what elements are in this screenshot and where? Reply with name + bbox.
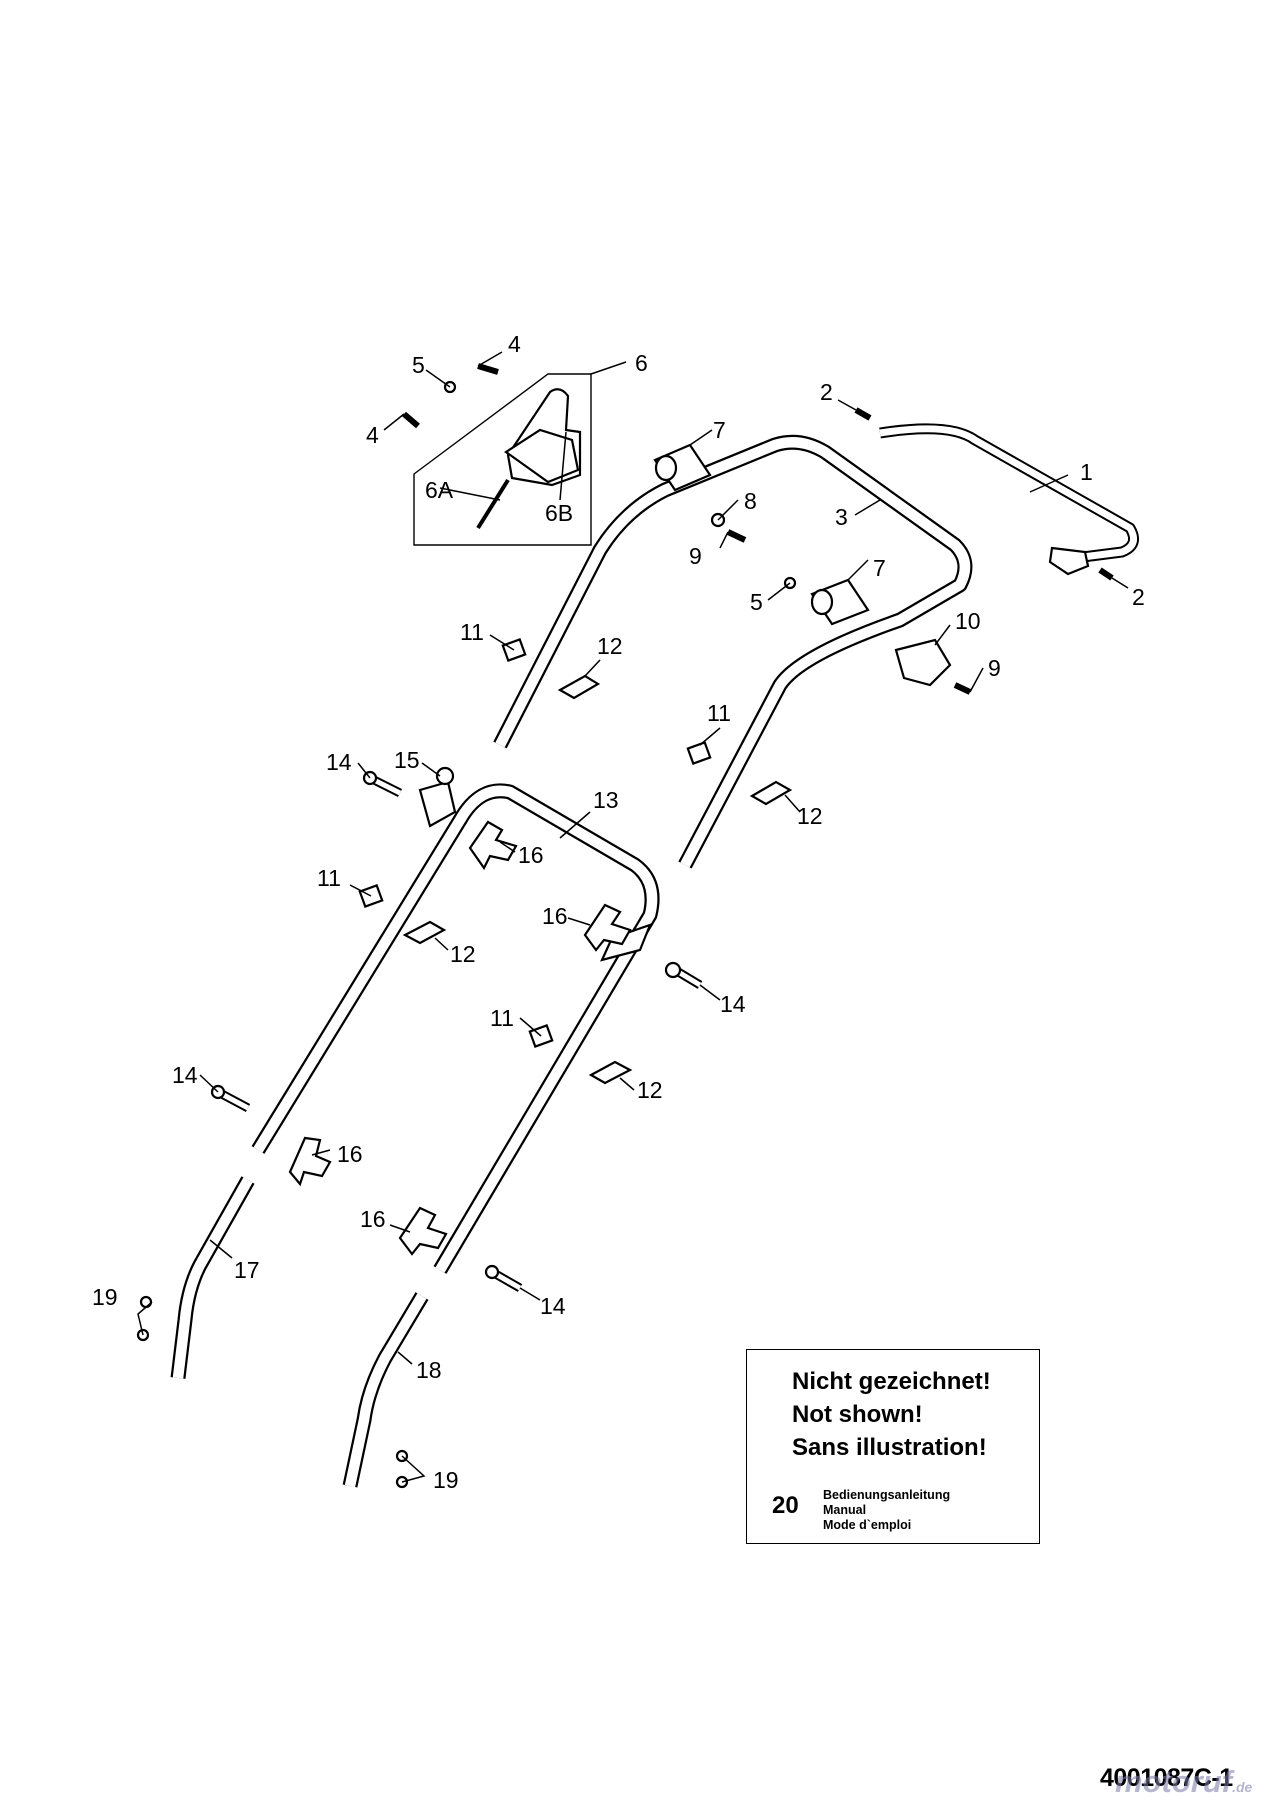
label-19-a: 19 <box>92 1284 118 1310</box>
label-13: 13 <box>593 787 619 813</box>
not-shown-note-box: Nicht gezeichnet! Not shown! Sans illust… <box>746 1349 1040 1544</box>
label-9-b: 9 <box>988 655 1001 681</box>
bolt-part-14-b <box>664 961 703 989</box>
label-9-a: 9 <box>689 543 702 569</box>
label-16-d: 16 <box>360 1206 386 1232</box>
label-16-a: 16 <box>518 842 544 868</box>
wing-knob-part-16-c <box>288 1136 332 1187</box>
label-6A: 6A <box>425 477 454 503</box>
label-14-b: 14 <box>720 991 746 1017</box>
label-6: 6 <box>635 350 648 376</box>
cable-clip-part-10 <box>894 638 952 687</box>
lower-tube-part-18 <box>342 1292 429 1488</box>
part-labels: 1 2 2 3 4 4 5 5 6 6A 6B 7 7 8 9 9 10 11 … <box>92 331 1145 1493</box>
screw-part-4-b <box>402 411 420 429</box>
label-2-a: 2 <box>820 379 833 405</box>
inset-box-part-6 <box>413 373 592 546</box>
label-11-a: 11 <box>460 619 484 645</box>
leader-lines <box>137 351 1129 1483</box>
screw-part-2-b <box>1098 567 1114 581</box>
label-16-c: 16 <box>337 1141 363 1167</box>
label-7-b: 7 <box>873 555 886 581</box>
label-4-a: 4 <box>508 331 521 357</box>
screw-part-9-b <box>953 682 972 695</box>
bolt-part-14-a <box>362 770 403 798</box>
lower-handle-part-13 <box>251 783 660 1274</box>
label-6B: 6B <box>545 500 573 526</box>
label-12-b: 12 <box>797 803 823 829</box>
note-item-de: Bedienungsanleitung <box>823 1488 951 1502</box>
lower-tube-part-17 <box>170 1176 255 1379</box>
spacer-part-11-b <box>686 740 712 766</box>
note-line-english: Not shown! <box>792 1401 923 1428</box>
label-19-b: 19 <box>433 1467 459 1493</box>
label-5-b: 5 <box>750 589 763 615</box>
washer-part-12-d <box>588 1060 633 1085</box>
label-10: 10 <box>955 608 981 634</box>
watermark-tld: .de <box>1232 1779 1253 1795</box>
screw-part-19-a <box>139 1295 153 1309</box>
label-11-d: 11 <box>490 1005 514 1031</box>
label-14-a: 14 <box>326 749 352 775</box>
screw-part-4-a <box>477 363 499 375</box>
note-item-number: 20 <box>772 1492 799 1519</box>
watermark-logo: motoruf.de <box>1115 1764 1252 1800</box>
watermark-name: motoruf <box>1115 1764 1233 1799</box>
label-14-d: 14 <box>540 1293 566 1319</box>
bolt-part-14-d <box>484 1264 523 1292</box>
note-item-en: Manual <box>823 1503 867 1517</box>
label-16-b: 16 <box>542 903 568 929</box>
label-18: 18 <box>416 1357 442 1383</box>
label-12-a: 12 <box>597 633 623 659</box>
upper-handle-part-3 <box>493 434 973 869</box>
cable-bail-part-1 <box>879 423 1140 576</box>
screw-part-9-a <box>726 529 747 543</box>
wing-knob-part-16-a <box>468 820 518 871</box>
label-8: 8 <box>744 488 757 514</box>
label-11-c: 11 <box>317 865 341 891</box>
wing-knob-part-16-d <box>398 1206 448 1256</box>
washer-part-12-b <box>749 780 793 806</box>
note-line-french: Sans illustration! <box>792 1434 987 1461</box>
label-12-d: 12 <box>637 1077 663 1103</box>
label-11-b: 11 <box>707 700 731 726</box>
label-5-a: 5 <box>412 352 425 378</box>
label-1: 1 <box>1080 459 1093 485</box>
note-item-fr: Mode d`emploi <box>823 1518 912 1532</box>
bolt-part-14-c <box>210 1084 251 1112</box>
label-4-b: 4 <box>366 422 379 448</box>
label-12-c: 12 <box>450 941 476 967</box>
label-17: 17 <box>234 1257 260 1283</box>
spring-bracket-part-15 <box>418 766 457 828</box>
document-number: 4001087C-1 <box>1100 1764 1233 1792</box>
washer-part-12-a <box>557 674 601 700</box>
clamp-part-7-upper <box>653 443 712 492</box>
label-3: 3 <box>835 504 848 530</box>
screw-part-2-a <box>854 407 872 421</box>
wing-knob-part-16-b <box>583 903 632 952</box>
label-2-b: 2 <box>1132 584 1145 610</box>
label-15: 15 <box>394 747 420 773</box>
note-line-german: Nicht gezeichnet! <box>792 1368 991 1395</box>
clamp-part-7-lower <box>810 578 870 626</box>
washer-part-12-c <box>402 920 447 945</box>
label-7-a: 7 <box>713 417 726 443</box>
label-14-c: 14 <box>172 1062 198 1088</box>
